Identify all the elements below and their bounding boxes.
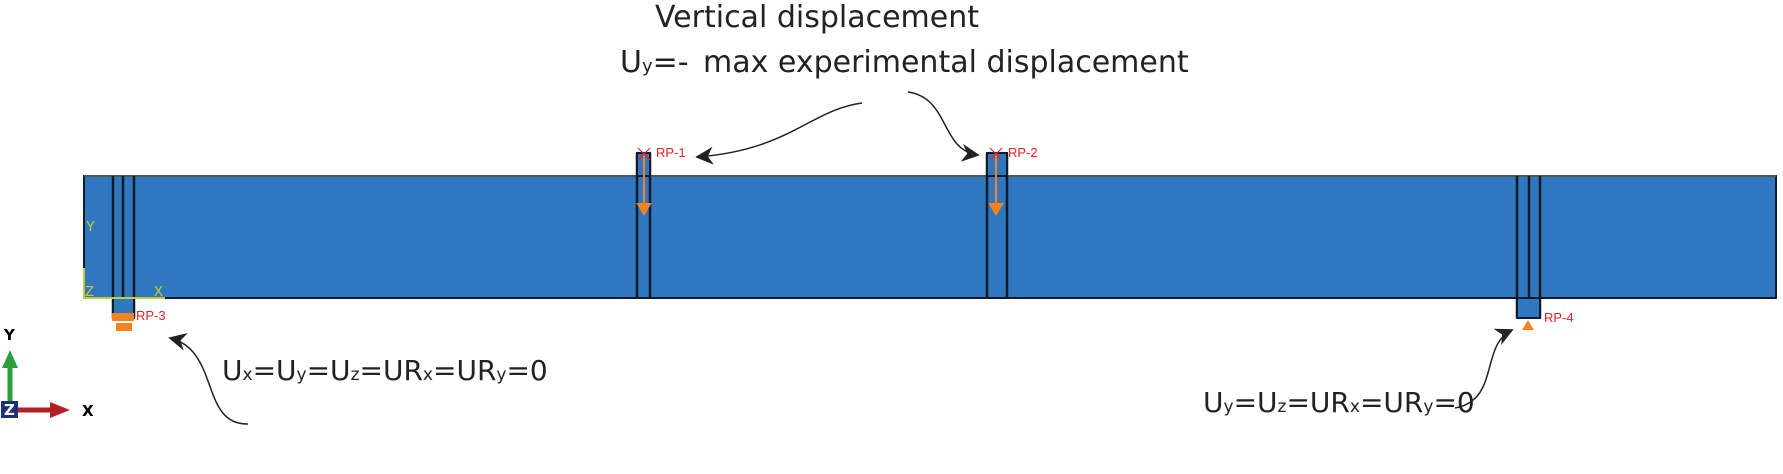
svg-text:Y: Y <box>3 326 16 344</box>
annotation-max-displacement: max experimental displacement <box>703 45 1189 80</box>
global-triad: Y X Z <box>1 326 94 420</box>
svg-text:Y: Y <box>86 219 95 236</box>
rp-1-label: RP-1 <box>656 145 686 160</box>
annotation-uy-prefix: Uy=- <box>620 45 689 80</box>
displacement-arrow-1 <box>636 147 652 216</box>
fixed-bc-symbol <box>112 313 134 331</box>
svg-text:Z: Z <box>85 284 94 301</box>
annotation-vertical-displacement: Vertical displacement <box>655 0 979 35</box>
left-bc-annotation: Ux=Uy=Uz=URx=URy=0 <box>222 354 548 387</box>
svg-text:X: X <box>82 402 94 420</box>
displacement-arrow-2 <box>988 147 1004 216</box>
local-csys: Y Z X <box>83 219 165 301</box>
right-bc-annotation: Uy=Uz=URx=URy=0 <box>1203 386 1475 419</box>
support-pad-right <box>1516 297 1541 319</box>
rp-2-label: RP-2 <box>1008 145 1038 160</box>
rp-4-label: RP-4 <box>1544 310 1574 325</box>
svg-text:X: X <box>154 284 163 301</box>
svg-text:Z: Z <box>4 401 15 419</box>
arrow-to-rp-1 <box>695 102 863 165</box>
rp-3-label: RP-3 <box>136 308 166 323</box>
arrow-to-rp-4 <box>1454 328 1514 409</box>
roller-bc-symbol <box>1522 320 1534 330</box>
arrow-to-rp-3 <box>168 333 249 425</box>
arrow-to-rp-2 <box>907 91 980 162</box>
beam <box>83 153 1777 318</box>
